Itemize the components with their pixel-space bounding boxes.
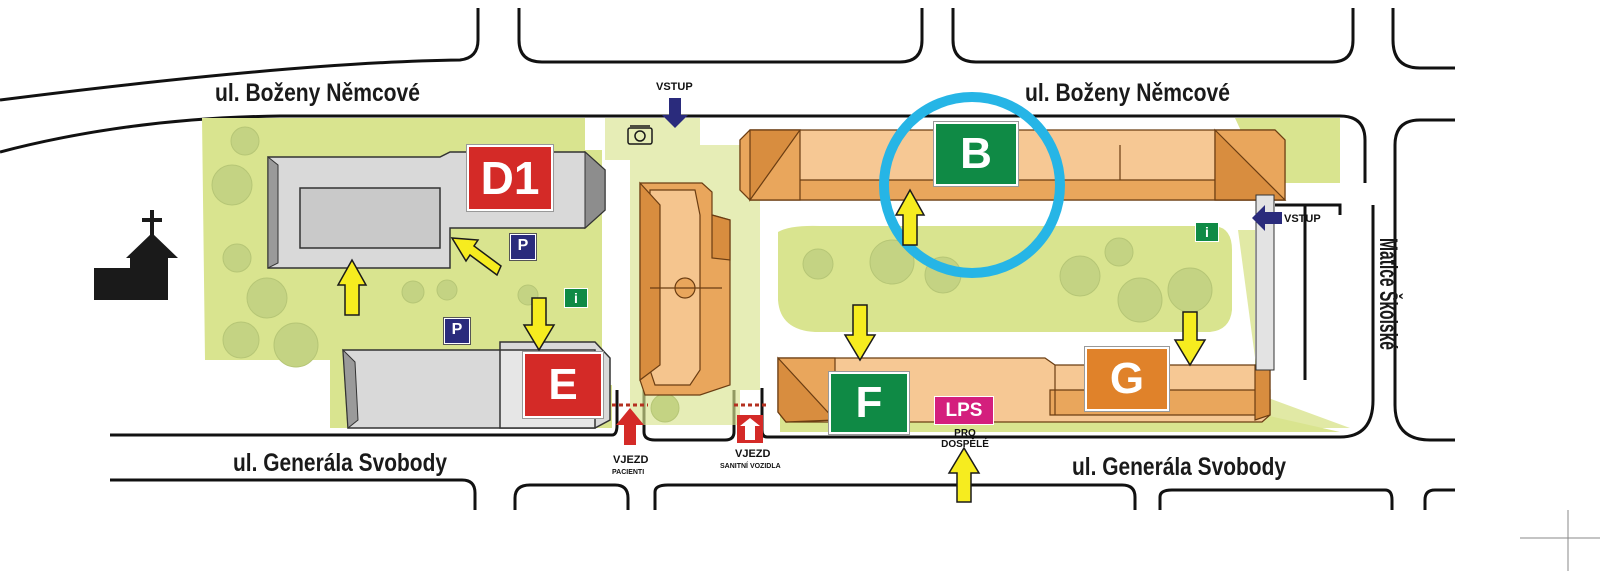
arrow-d1	[336, 258, 368, 316]
building-f-label: F	[855, 378, 883, 427]
vstup-top-label: VSTUP	[656, 81, 693, 93]
parking-icon: P	[444, 318, 470, 344]
info-label: i	[1205, 224, 1209, 240]
vstup-right-label: VSTUP	[1284, 213, 1321, 225]
vstup-arrows	[662, 98, 1282, 231]
trees	[211, 126, 1213, 423]
vjezd-ambulance-arrow	[737, 415, 763, 443]
info-label: i	[574, 290, 578, 306]
vjezd-ambulance-sub: SANITNÍ VOZIDLA	[720, 461, 781, 470]
gate-camera-icon	[627, 125, 653, 145]
vjezd-ambulance-label: VJEZD	[735, 448, 771, 460]
building-g-badge[interactable]: G	[1085, 347, 1169, 411]
parking-icon: P	[510, 234, 536, 260]
street-north-right: ul. Boženy Němcové	[1025, 79, 1230, 107]
building-f-badge[interactable]: F	[829, 372, 909, 434]
vjezd-patients-arrow	[616, 408, 644, 445]
lps-label: LPS	[945, 399, 983, 421]
church-icon	[94, 210, 178, 300]
parking-label: P	[517, 237, 529, 254]
street-south-right: ul. Generála Svobody	[1072, 453, 1286, 481]
building-d1-badge[interactable]: D1	[467, 145, 553, 211]
info-icon: i	[1195, 222, 1219, 242]
building-d1-label: D1	[480, 152, 540, 204]
building-center-shape	[639, 181, 731, 396]
arrow-lps	[947, 446, 981, 503]
corridor	[1255, 194, 1275, 371]
lps-sub-label: PRO DOSPĚLÉ	[941, 428, 989, 450]
street-east: Matice Školské	[1374, 238, 1404, 350]
arrow-e	[522, 297, 556, 352]
building-e-label: E	[548, 360, 578, 409]
building-e-badge[interactable]: E	[523, 352, 603, 418]
info-icon: i	[564, 288, 588, 308]
vstup-top-arrow	[662, 98, 688, 128]
building-g-label: G	[1109, 354, 1145, 403]
building-b-label: B	[960, 129, 992, 178]
crosshair-mark	[1520, 510, 1600, 571]
vjezd-patients-label: VJEZD	[613, 454, 649, 466]
entrance-arrows	[336, 188, 1207, 503]
arrow-f	[843, 304, 877, 362]
street-north-left: ul. Boženy Němcové	[215, 79, 420, 107]
lps-badge[interactable]: LPS	[934, 396, 994, 425]
parking-label: P	[451, 321, 463, 338]
arrow-g	[1173, 311, 1207, 367]
street-south-left: ul. Generála Svobody	[233, 449, 447, 477]
arrow-d1-diag	[450, 237, 502, 277]
building-b-badge[interactable]: B	[934, 122, 1018, 186]
vstup-right-arrow	[1252, 205, 1282, 231]
street-outlines	[0, 8, 1455, 510]
vjezd-patients-sub: PACIENTI	[612, 469, 644, 476]
arrow-b	[894, 188, 926, 246]
highlight-ring	[879, 92, 1065, 278]
